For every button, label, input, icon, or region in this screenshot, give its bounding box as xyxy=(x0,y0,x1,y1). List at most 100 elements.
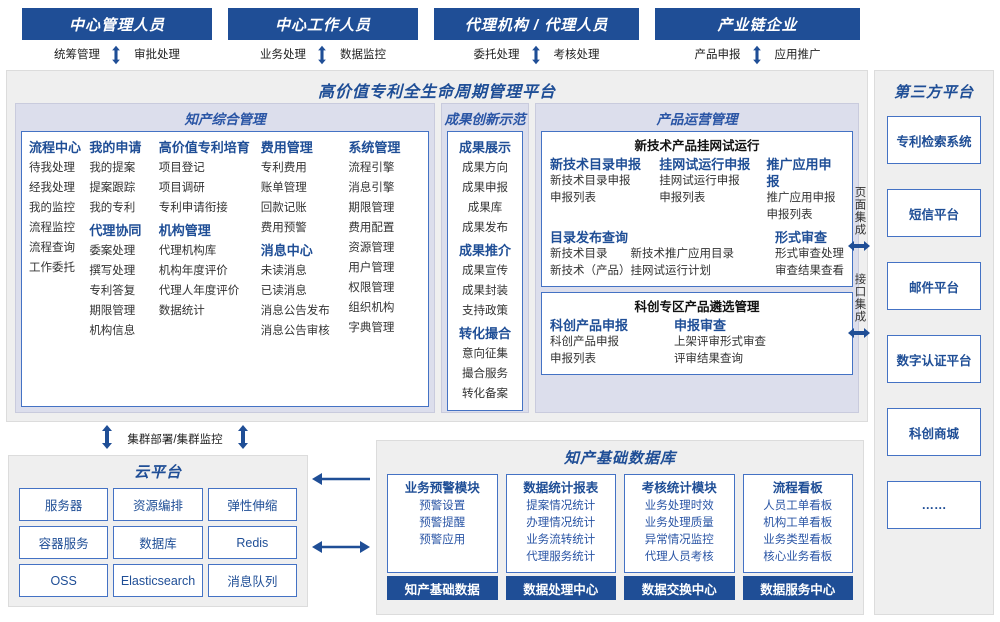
menu-item[interactable]: 代理人年度评价 xyxy=(158,285,240,297)
kdb-item[interactable]: 预警应用 xyxy=(419,534,466,546)
menu-item[interactable]: 科创产品申报 xyxy=(550,336,619,348)
cloud-service-5[interactable]: Redis xyxy=(207,526,297,559)
cloud-service-7[interactable]: Elasticsearch xyxy=(113,564,203,597)
role-card-2[interactable]: 代理机构 / 代理人员 xyxy=(434,8,639,40)
menu-item[interactable]: 费用预警 xyxy=(260,222,307,234)
cloud-service-6[interactable]: OSS xyxy=(19,564,109,597)
menu-item[interactable]: 委案处理 xyxy=(89,245,136,257)
menu-item[interactable]: 权限管理 xyxy=(348,282,395,294)
menu-item[interactable]: 申报列表 xyxy=(550,353,596,365)
kdb-footer[interactable]: 知产基础数据 xyxy=(387,576,498,600)
section-head[interactable]: 流程中心 xyxy=(29,140,82,155)
menu-item[interactable]: 新技术目录 新技术推广应用目录 xyxy=(550,248,734,260)
menu-item[interactable]: 消息公告发布 xyxy=(260,305,330,317)
menu-item[interactable]: 提案跟踪 xyxy=(89,182,136,194)
section-head[interactable]: 目录发布查询 xyxy=(550,230,629,245)
kdb-item[interactable]: 业务处理质量 xyxy=(644,517,714,529)
menu-item[interactable]: 项目调研 xyxy=(158,182,205,194)
menu-item[interactable]: 成果发布 xyxy=(462,222,508,234)
kdb-item[interactable]: 人员工单看板 xyxy=(763,500,833,512)
kdb-footer[interactable]: 数据处理中心 xyxy=(505,576,616,600)
menu-item[interactable]: 申报列表 xyxy=(659,192,706,204)
menu-item[interactable]: 我的监控 xyxy=(29,202,75,214)
kdb-item[interactable]: 提案情况统计 xyxy=(526,500,596,512)
menu-item[interactable]: 回款记账 xyxy=(260,202,307,214)
menu-item[interactable]: 申报列表 xyxy=(550,192,596,204)
kdb-head[interactable]: 考核统计模块 xyxy=(641,481,717,495)
section-head[interactable]: 新技术目录申报 xyxy=(550,157,642,172)
menu-item[interactable]: 机构信息 xyxy=(89,325,136,337)
kdb-item[interactable]: 预警提醒 xyxy=(419,517,466,529)
menu-item[interactable]: 上架评审形式审查 xyxy=(674,336,766,348)
menu-item[interactable]: 评审结果查询 xyxy=(674,353,743,365)
menu-item[interactable]: 新技术目录申报 xyxy=(550,175,631,187)
role-card-3[interactable]: 产业链企业 xyxy=(655,8,860,40)
menu-item[interactable]: 专利申请衔接 xyxy=(158,202,228,214)
section-head[interactable]: 转化撮合 xyxy=(458,326,511,341)
role-card-0[interactable]: 中心管理人员 xyxy=(22,8,212,40)
kdb-head[interactable]: 业务预警模块 xyxy=(404,481,480,495)
menu-item[interactable]: 审查结果查看 xyxy=(775,265,844,277)
kdb-item[interactable]: 异常情况监控 xyxy=(644,534,714,546)
kdb-footer[interactable]: 数据交换中心 xyxy=(624,576,735,600)
section-head[interactable]: 成果推介 xyxy=(458,243,511,258)
menu-item[interactable]: 资源管理 xyxy=(348,242,395,254)
kdb-item[interactable]: 核心业务看板 xyxy=(763,551,833,563)
menu-item[interactable]: 转化备案 xyxy=(462,388,508,400)
menu-item[interactable]: 经我处理 xyxy=(29,182,75,194)
menu-item[interactable]: 成果库 xyxy=(467,202,503,214)
menu-item[interactable]: 成果封装 xyxy=(462,285,508,297)
section-head[interactable]: 挂网试运行申报 xyxy=(659,157,751,172)
kdb-item[interactable]: 预警设置 xyxy=(419,500,466,512)
role-card-1[interactable]: 中心工作人员 xyxy=(228,8,418,40)
third-party-item-1[interactable]: 短信平台 xyxy=(887,189,981,237)
menu-item[interactable]: 我的提案 xyxy=(89,162,136,174)
cloud-service-2[interactable]: 弹性伸缩 xyxy=(207,488,297,521)
menu-item[interactable]: 消息公告审核 xyxy=(260,325,330,337)
menu-item[interactable]: 项目登记 xyxy=(158,162,205,174)
section-head[interactable]: 费用管理 xyxy=(260,140,313,155)
menu-item[interactable]: 撰写处理 xyxy=(89,265,136,277)
section-head[interactable]: 机构管理 xyxy=(158,223,211,238)
kdb-item[interactable]: 代理人员考核 xyxy=(644,551,714,563)
menu-item[interactable]: 意向征集 xyxy=(462,348,508,360)
kdb-item[interactable]: 办理情况统计 xyxy=(526,517,596,529)
menu-item[interactable]: 机构年度评价 xyxy=(158,265,228,277)
menu-item[interactable]: 成果宣传 xyxy=(462,265,508,277)
menu-item[interactable]: 代理机构库 xyxy=(158,245,217,257)
menu-item[interactable]: 工作委托 xyxy=(29,262,75,274)
menu-item[interactable]: 未读消息 xyxy=(260,265,307,277)
section-head[interactable]: 科创产品申报 xyxy=(550,318,629,333)
kdb-item[interactable]: 业务处理时效 xyxy=(644,500,714,512)
third-party-item-3[interactable]: 数字认证平台 xyxy=(887,335,981,383)
menu-item[interactable]: 费用配置 xyxy=(348,222,395,234)
menu-item[interactable]: 期限管理 xyxy=(348,202,395,214)
third-party-item-2[interactable]: 邮件平台 xyxy=(887,262,981,310)
menu-item[interactable]: 挂网试运行申报 xyxy=(659,175,740,187)
section-head[interactable]: 推广应用申报 xyxy=(766,157,832,189)
kdb-head[interactable]: 流程看板 xyxy=(772,481,823,495)
menu-item[interactable]: 流程引擎 xyxy=(348,162,395,174)
menu-item[interactable]: 已读消息 xyxy=(260,285,307,297)
menu-item[interactable]: 专利费用 xyxy=(260,162,307,174)
cloud-service-8[interactable]: 消息队列 xyxy=(207,564,297,597)
menu-item[interactable]: 推广应用申报 xyxy=(766,192,836,204)
section-head[interactable]: 我的申请 xyxy=(89,140,142,155)
menu-item[interactable]: 流程监控 xyxy=(29,222,75,234)
cloud-service-1[interactable]: 资源编排 xyxy=(113,488,203,521)
kdb-item[interactable]: 机构工单看板 xyxy=(763,517,833,529)
menu-item[interactable]: 数据统计 xyxy=(158,305,205,317)
cloud-service-3[interactable]: 容器服务 xyxy=(19,526,109,559)
menu-item[interactable]: 新技术（产品）挂网试运行计划 xyxy=(550,265,711,277)
menu-item[interactable]: 支持政策 xyxy=(462,305,508,317)
menu-item[interactable]: 申报列表 xyxy=(766,209,813,221)
third-party-item-0[interactable]: 专利检索系统 xyxy=(887,116,981,164)
menu-item[interactable]: 我的专利 xyxy=(89,202,136,214)
menu-item[interactable]: 组织机构 xyxy=(348,302,395,314)
section-head[interactable]: 消息中心 xyxy=(260,243,313,258)
section-head[interactable]: 代理协同 xyxy=(89,223,142,238)
section-head[interactable]: 高价值专利培育 xyxy=(158,140,250,155)
menu-item[interactable]: 期限管理 xyxy=(89,305,136,317)
section-head[interactable]: 形式审查 xyxy=(775,230,828,245)
menu-item[interactable]: 成果方向 xyxy=(462,162,508,174)
